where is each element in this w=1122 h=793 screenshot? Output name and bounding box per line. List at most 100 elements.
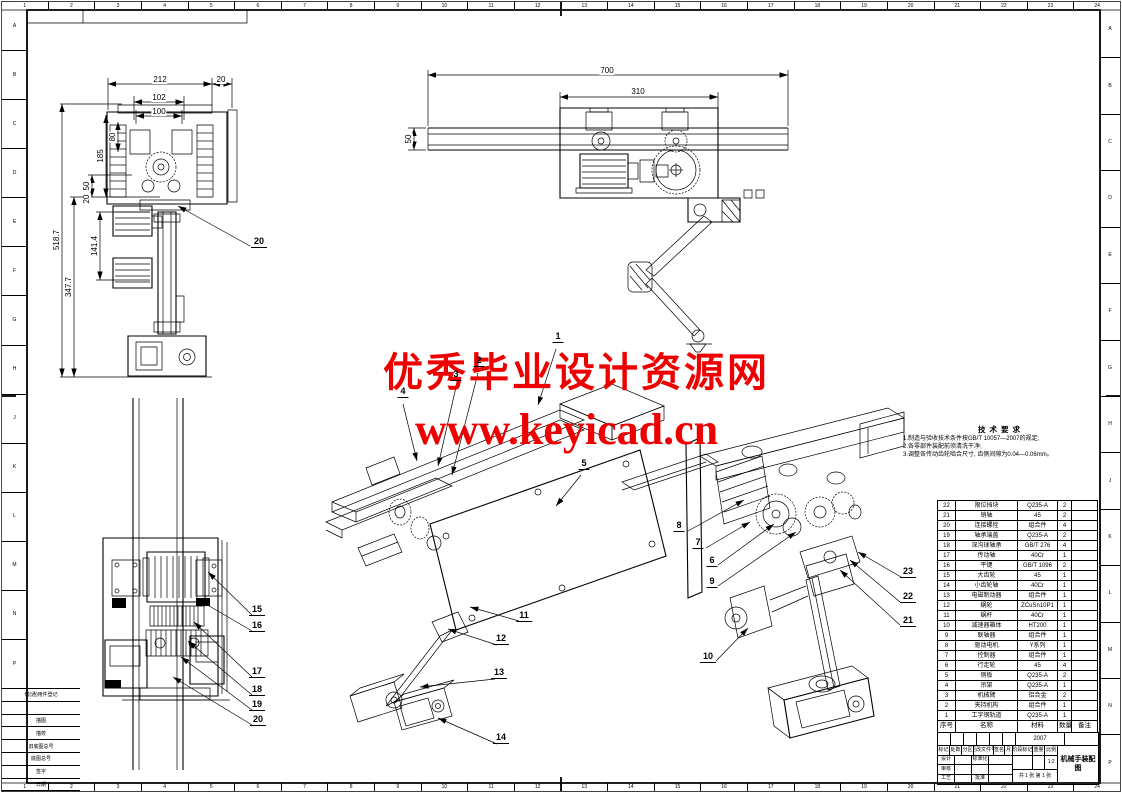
- grid-ref-cell: L: [1100, 566, 1120, 623]
- parts-list-cell: Q235-A: [1017, 500, 1058, 511]
- balloon-callout: 20: [249, 715, 267, 726]
- parts-list-cell: 组合件: [1017, 700, 1058, 711]
- grid-ref-cell: 13: [562, 2, 609, 10]
- tb-approver: 批准: [972, 774, 989, 783]
- grid-ref-cell: D: [1100, 171, 1120, 228]
- balloon-callout: 15: [248, 605, 266, 616]
- tb-h-date: 年、月、日: [1005, 746, 1012, 753]
- parts-list-cell: [1071, 540, 1098, 551]
- technical-note-line: 1.制造与验收技术条件按GB/T 10057—2007的规定;: [903, 436, 1040, 442]
- tb-stage-label: 阶段标记: [1013, 746, 1033, 755]
- parts-list-cell: 控制器: [955, 650, 1018, 661]
- parts-list-cell: 40Cr: [1017, 610, 1058, 621]
- grid-ref-cell: 7: [282, 783, 329, 791]
- parts-list-cell: 1: [1057, 620, 1072, 631]
- parts-list-header-cell: 材料: [1017, 720, 1058, 733]
- grid-ref-cell: 8: [328, 2, 375, 10]
- corner-table-row: 底图总号: [2, 753, 80, 766]
- tb-checker: 审核: [938, 765, 955, 774]
- grid-ref-cell: 2: [49, 2, 96, 10]
- parts-list-cell: 4: [937, 680, 956, 691]
- tb-process: 工艺: [938, 774, 955, 783]
- grid-ref-cell: G: [1100, 341, 1120, 397]
- grid-ref-cell: 8: [328, 783, 375, 791]
- parts-list-header-cell: 数量: [1057, 720, 1072, 733]
- parts-list-cell: 22: [937, 500, 956, 511]
- grid-ref-cell: C: [2, 100, 27, 150]
- grid-ref-cell: 3: [95, 2, 142, 10]
- balloon-callout: 7: [692, 538, 704, 549]
- balloon-callout: 12: [492, 634, 510, 645]
- grid-ref-cell: 9: [375, 2, 422, 10]
- grid-ref-cell: 17: [748, 783, 795, 791]
- parts-list-header-cell: 名称: [955, 720, 1018, 733]
- parts-list-cell: [1071, 700, 1098, 711]
- watermark-line1: 优秀毕业设计资源网: [383, 351, 770, 395]
- dimension-label: 20: [215, 75, 227, 84]
- parts-list-cell: [1071, 570, 1098, 581]
- parts-list-cell: 驱动电机: [955, 640, 1018, 651]
- balloon-callout: 22: [899, 592, 917, 603]
- grid-ref-cell: 19: [841, 783, 888, 791]
- grid-ref-cell: B: [1100, 58, 1120, 115]
- grid-ref-cell: E: [2, 198, 27, 248]
- grid-ref-cell: L: [2, 493, 27, 542]
- parts-list-cell: 组合件: [1017, 520, 1058, 531]
- parts-list-cell: [1071, 670, 1098, 681]
- grid-ref-cell: 1: [2, 783, 49, 791]
- technical-note-line: 3.调整各传动齿轮啮合尺寸, 齿侧间隙为0.04—0.06mm。: [903, 452, 1053, 459]
- grid-ref-cell: 9: [375, 783, 422, 791]
- tb-h-count: 处数: [950, 746, 962, 755]
- parts-list-cell: 40Cr: [1017, 550, 1058, 561]
- parts-list-cell: 20: [937, 520, 956, 531]
- parts-list-cell: 1: [1057, 710, 1072, 721]
- parts-list-cell: 平键: [955, 560, 1018, 571]
- grid-ref-cell: P: [1108, 759, 1112, 766]
- balloon-callout: 10: [699, 652, 717, 663]
- technical-notes-title: 技术要求: [978, 425, 1024, 434]
- parts-list-header-row: 序号名称材料数量备注: [937, 720, 1098, 733]
- parts-list-cell: 2: [1057, 510, 1072, 521]
- grid-ref-cell: 23: [1028, 783, 1075, 791]
- parts-list-cell: 2: [1057, 560, 1072, 571]
- parts-list-cell: 5: [937, 670, 956, 681]
- dimension-label: 141.4: [90, 234, 99, 258]
- parts-list-header-cell: 序号: [937, 720, 956, 733]
- grid-ref-cell: F: [2, 247, 27, 297]
- parts-list-cell: 13: [937, 590, 956, 601]
- balloon-callout: 13: [490, 668, 508, 679]
- technical-note-line: 2.各零部件装配前须清洗干净;: [903, 444, 982, 451]
- parts-list-cell: 3: [937, 690, 956, 701]
- parts-list-cell: 夹持机构: [955, 700, 1018, 711]
- grid-ref-cell: 17: [748, 2, 795, 10]
- parts-list-cell: 1: [1057, 550, 1072, 561]
- parts-list-cell: 4: [1057, 660, 1072, 671]
- parts-list-cell: [1071, 500, 1098, 511]
- balloon-callout: 5: [578, 459, 590, 470]
- parts-list-cell: ZCuSn10P1: [1017, 600, 1058, 611]
- parts-list-cell: 大齿轮: [955, 570, 1018, 581]
- parts-list-cell: [1071, 710, 1098, 721]
- parts-list-cell: 1: [1057, 630, 1072, 641]
- grid-ref-cell: 10: [422, 2, 469, 10]
- tb-h-zone: 分区: [962, 746, 974, 755]
- parts-list-cell: Q235-A: [1017, 670, 1058, 681]
- parts-list-cell: 吊架: [955, 680, 1018, 691]
- parts-list-cell: 1: [1057, 570, 1072, 581]
- grid-ref-cell: C: [1100, 115, 1120, 172]
- parts-list-cell: 深沟球轴承: [955, 540, 1018, 551]
- parts-list-cell: 工字钢轨道: [955, 710, 1018, 721]
- parts-list-cell: 侧板: [955, 670, 1018, 681]
- grid-ref-cell: P: [12, 660, 17, 667]
- parts-list-cell: 减速器箱体: [955, 620, 1018, 631]
